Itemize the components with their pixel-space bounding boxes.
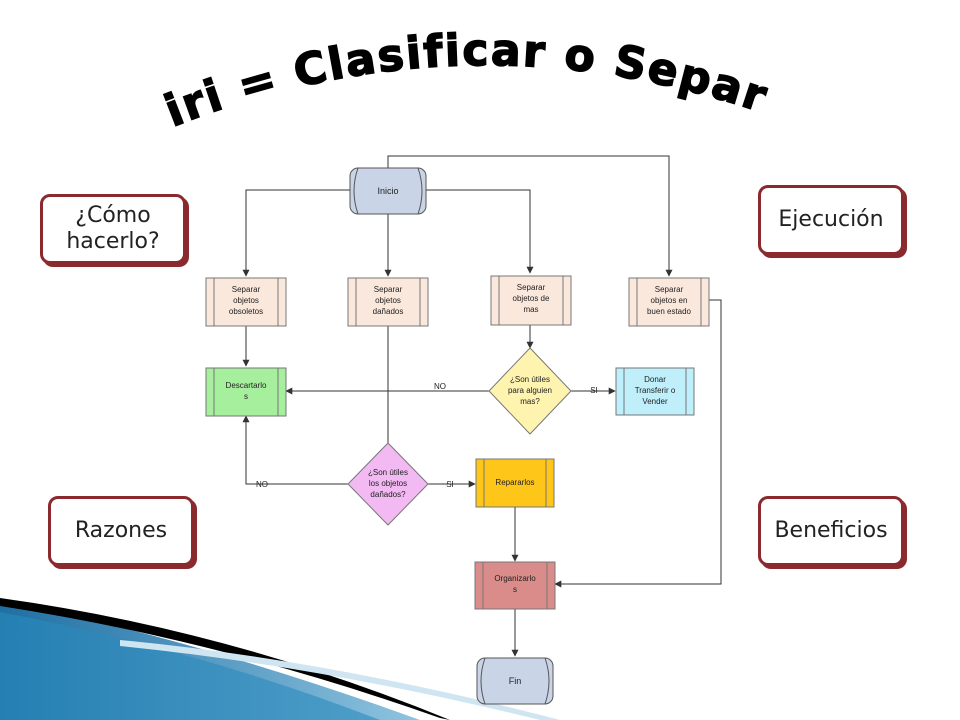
node-separar-danados[interactable]: Separar objetos dañados xyxy=(347,277,429,327)
danados-line3: dañados xyxy=(373,307,404,316)
node-decision-utiles-danados[interactable]: ¿Son útiles los objetos dañados? xyxy=(347,442,429,526)
callout-razones[interactable]: Razones xyxy=(48,496,194,566)
node-donar[interactable]: Donar Transferir o Vender xyxy=(615,367,695,416)
obsoletos-line2: objetos xyxy=(233,296,259,305)
obsoletos-line3: obsoletos xyxy=(229,307,263,316)
label-no-1: NO xyxy=(434,382,446,391)
decision1-line3: mas? xyxy=(520,397,540,406)
label-no-2: NO xyxy=(256,480,268,489)
callout-ejecucion-label: Ejecución xyxy=(778,207,884,232)
node-decision-utiles-alguien[interactable]: ¿Son útiles para alguien mas? xyxy=(488,347,572,435)
node-separar-demas[interactable]: Separar objetos de mas xyxy=(490,275,572,326)
organizar-line1: Organizarlo xyxy=(494,574,536,583)
buen-line1: Separar xyxy=(655,285,684,294)
descartar-line1: Descartarlo xyxy=(226,381,267,390)
organizar-line2: s xyxy=(513,585,517,594)
decision1-line2: para alguien xyxy=(508,386,552,395)
node-separar-obsoletos[interactable]: Separar objetos obsoletos xyxy=(205,277,287,327)
callout-como-hacerlo[interactable]: ¿Cómo hacerlo? xyxy=(40,194,186,264)
callout-como-label: ¿Cómo hacerlo? xyxy=(66,203,160,254)
decision1-line1: ¿Son útiles xyxy=(510,375,550,384)
title-art: Seiri = Clasificar o Separar xyxy=(0,0,773,138)
node-fin-label: Fin xyxy=(509,676,522,686)
callout-razones-label: Razones xyxy=(74,518,168,543)
demas-line3: mas xyxy=(523,305,538,314)
label-si-2: SI xyxy=(446,480,454,489)
demas-line1: Separar xyxy=(517,283,546,292)
donar-line3: Vender xyxy=(642,397,668,406)
node-fin[interactable]: Fin xyxy=(476,657,554,705)
node-repararlos[interactable]: Repararlos xyxy=(475,458,555,508)
connectors xyxy=(242,155,722,657)
danados-line2: objetos xyxy=(375,296,401,305)
node-descartarlos[interactable]: Descartarlo s xyxy=(205,367,287,417)
label-si-1: SI xyxy=(590,386,598,395)
demas-line2: objetos de xyxy=(513,294,550,303)
danados-line1: Separar xyxy=(374,285,403,294)
donar-line2: Transferir o xyxy=(635,386,676,395)
reparar-label: Repararlos xyxy=(495,478,534,487)
obsoletos-line1: Separar xyxy=(232,285,261,294)
node-inicio[interactable]: Inicio xyxy=(349,167,427,215)
decision2-line3: dañados? xyxy=(370,490,406,499)
callout-beneficios[interactable]: Beneficios xyxy=(758,496,904,566)
node-organizarlos[interactable]: Organizarlo s xyxy=(474,561,556,610)
buen-line3: buen estado xyxy=(647,307,692,316)
decision2-line2: los objetos xyxy=(369,479,407,488)
donar-line1: Donar xyxy=(644,375,666,384)
decision2-line1: ¿Son útiles xyxy=(368,468,408,477)
callout-beneficios-label: Beneficios xyxy=(774,518,888,543)
buen-line2: objetos en xyxy=(651,296,688,305)
node-separar-buen-estado[interactable]: Separar objetos en buen estado xyxy=(628,277,710,327)
callout-ejecucion[interactable]: Ejecución xyxy=(758,185,904,255)
descartar-line2: s xyxy=(244,392,248,401)
node-inicio-label: Inicio xyxy=(377,186,398,196)
